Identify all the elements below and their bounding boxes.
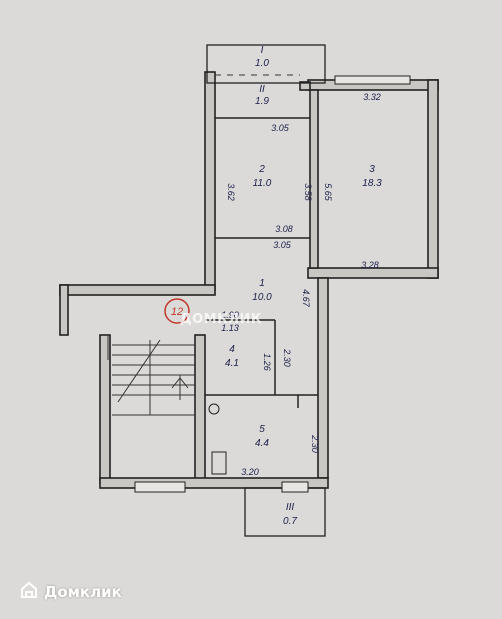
room-I-area: 1.0	[255, 58, 269, 69]
brand-name: Домклик	[44, 583, 122, 601]
dim-1-13: 1.13	[221, 323, 239, 333]
dim-3-58: 3.58	[303, 183, 313, 201]
wall-corridor-top	[59, 284, 216, 296]
wall-bottom	[99, 477, 329, 489]
room-I-id: I	[261, 45, 264, 56]
room-III-id: III	[286, 502, 295, 513]
apartment-number: 12	[171, 306, 183, 318]
wall-corridor-left	[59, 284, 69, 336]
dim-1-90: 1.90	[221, 310, 239, 320]
dim-3-05-bottom: 3.05	[273, 240, 292, 250]
wall-right	[427, 79, 439, 279]
dim-3-05-top: 3.05	[271, 123, 290, 133]
room-II-area: 1.9	[255, 96, 269, 107]
house-icon	[20, 581, 38, 603]
dim-3-62: 3.62	[226, 183, 236, 201]
watermark: ДОМКЛИК	[180, 312, 262, 327]
room-3-area: 18.3	[362, 178, 382, 189]
room-2-id: 2	[258, 164, 265, 175]
window-top	[334, 75, 411, 85]
wall-mid-vertical	[309, 89, 319, 269]
dim-3-32: 3.32	[363, 92, 381, 102]
dim-3-20: 3.20	[241, 467, 259, 477]
dim-4-67: 4.67	[301, 289, 311, 308]
dim-5-65: 5.65	[323, 183, 333, 202]
wall-left-upper	[204, 71, 216, 291]
stairs	[107, 335, 195, 416]
room-5-area: 4.4	[255, 438, 269, 449]
room-2-area: 11.0	[253, 178, 272, 189]
apartment-number-circle	[164, 298, 190, 324]
room-3-id: 3	[369, 164, 375, 175]
room-1-area: 10.0	[252, 292, 272, 303]
balcony-outline	[206, 44, 326, 84]
dim-3-08: 3.08	[275, 224, 293, 234]
room-5-id: 5	[259, 424, 265, 435]
brand-logo[interactable]: Домклик	[20, 581, 122, 603]
room-1-id: 1	[259, 278, 265, 289]
wall-joint	[299, 81, 311, 91]
room-II-id: II	[259, 84, 265, 95]
wall-stair-right	[194, 334, 206, 484]
wall-bottom-right	[307, 267, 439, 279]
room-4-area: 4.1	[225, 358, 239, 369]
window-bottom-small	[281, 481, 309, 493]
stove-icon	[211, 451, 227, 475]
dim-2-30-upper: 2.30	[282, 348, 292, 367]
riser-circle	[208, 403, 220, 415]
dim-3-28: 3.28	[361, 260, 379, 270]
room-4-id: 4	[229, 344, 235, 355]
dim-1-26: 1.26	[262, 353, 272, 371]
walls	[59, 71, 439, 489]
window-bottom	[134, 481, 186, 493]
dim-2-30-lower: 2.30	[310, 434, 320, 453]
room-III-area: 0.7	[283, 516, 297, 527]
